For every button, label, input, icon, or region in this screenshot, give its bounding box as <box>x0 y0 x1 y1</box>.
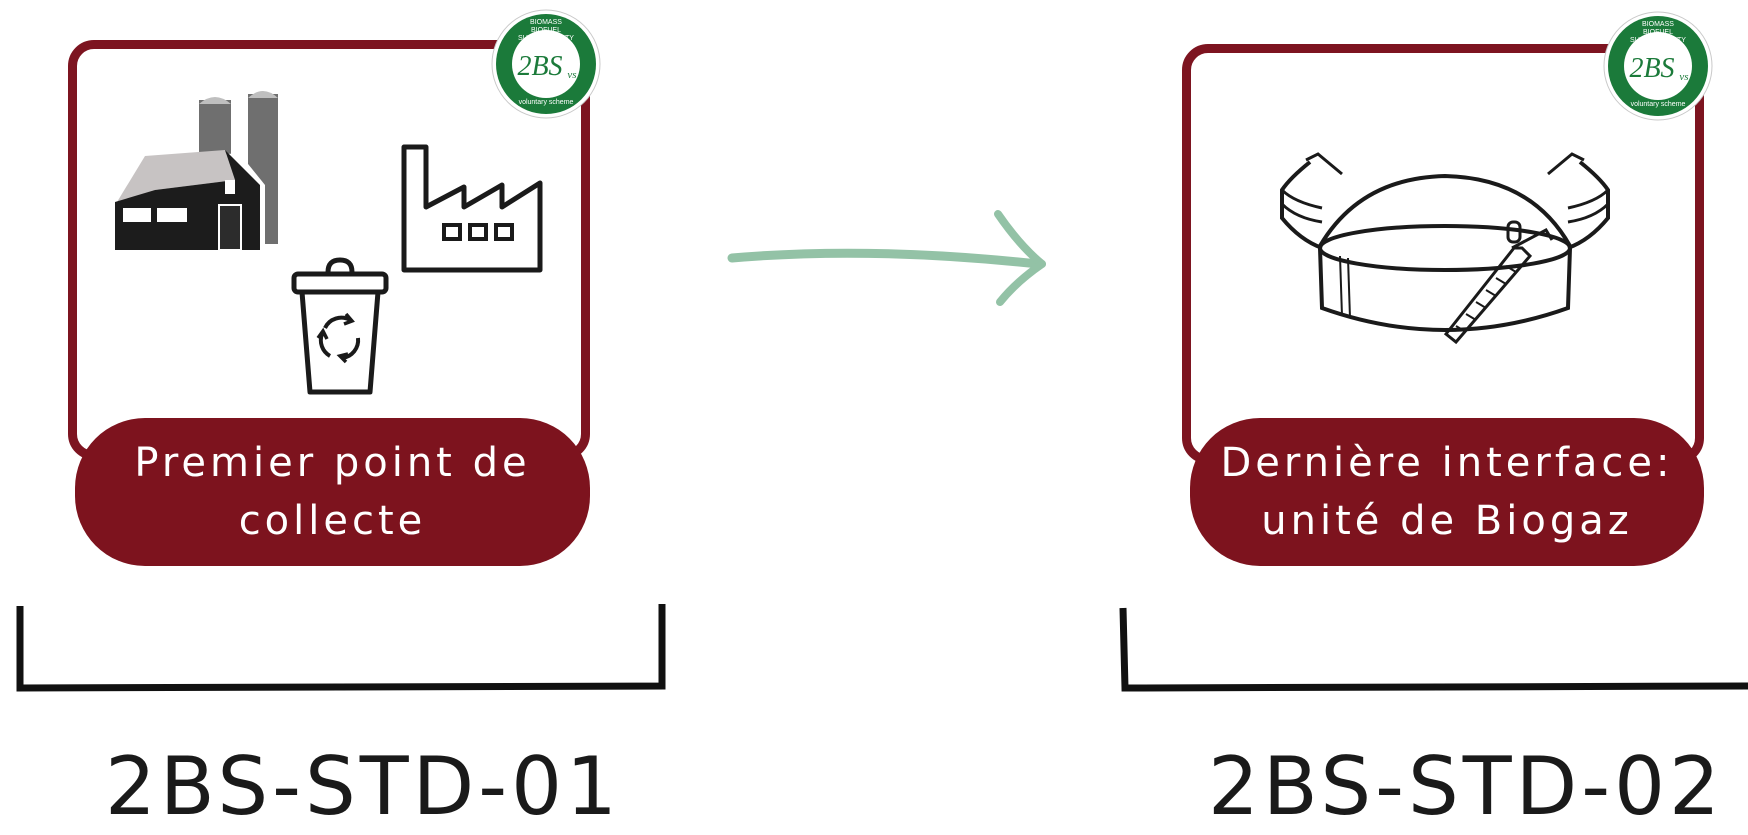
svg-text:voluntary scheme: voluntary scheme <box>519 99 574 106</box>
2bs-badge-icon: BIOMASS BIOFUEL SUSTAINABILITY 2BS vs vo… <box>1603 11 1713 121</box>
label-first-collection-point: Premier point de collecte <box>75 418 590 566</box>
flow-arrow-icon <box>727 210 1046 306</box>
2bs-badge-icon: BIOMASS BIOFUEL SUSTAINABILITY 2BS vs vo… <box>491 9 601 119</box>
biogas-digester-icon <box>1280 152 1610 345</box>
code-2bs-std-01: 2BS-STD-01 <box>105 740 621 833</box>
bracket-left <box>16 604 666 692</box>
svg-text:voluntary scheme: voluntary scheme <box>1631 101 1686 108</box>
recycling-bin-icon <box>291 257 389 395</box>
factory-icon <box>401 144 543 273</box>
svg-text:2BS: 2BS <box>1629 53 1674 84</box>
svg-text:vs: vs <box>567 69 576 81</box>
svg-text:SUSTAINABILITY: SUSTAINABILITY <box>1630 37 1686 44</box>
svg-text:BIOFUEL: BIOFUEL <box>531 27 561 34</box>
svg-text:BIOMASS: BIOMASS <box>1642 21 1674 28</box>
svg-text:BIOMASS: BIOMASS <box>530 19 562 26</box>
svg-text:vs: vs <box>1679 71 1688 83</box>
code-2bs-std-02: 2BS-STD-02 <box>1208 740 1724 833</box>
card-last-interface <box>1182 44 1704 464</box>
bracket-right <box>1119 607 1748 692</box>
svg-text:2BS: 2BS <box>517 51 562 82</box>
svg-text:BIOFUEL: BIOFUEL <box>1643 29 1673 36</box>
label-last-interface-biogas: Dernière interface: unité de Biogaz <box>1190 418 1704 566</box>
barn-silo-icon <box>115 91 278 251</box>
svg-text:SUSTAINABILITY: SUSTAINABILITY <box>518 35 574 42</box>
